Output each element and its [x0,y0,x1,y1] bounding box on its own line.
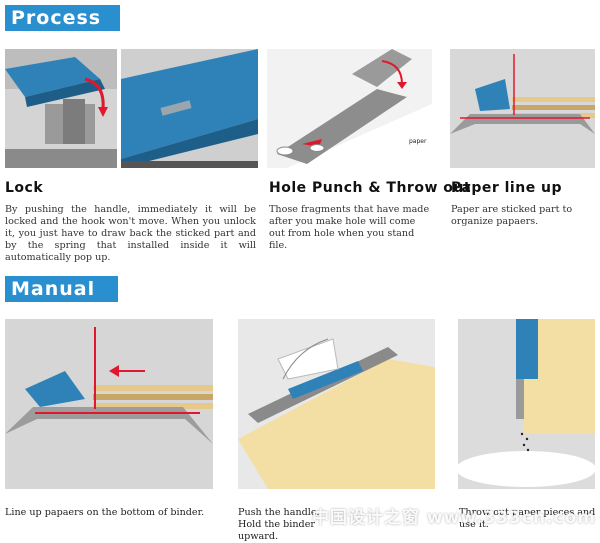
lock-heading: Lock [5,180,44,196]
paperline-text: Paper are sticked part to organize papae… [451,204,573,227]
lock-image-1 [5,49,117,168]
paperline-heading: Paper line up [451,180,563,196]
manual-image-2 [238,319,435,489]
manual-image-1 [5,319,213,489]
paper-lineup-image [450,49,595,168]
manual-step1-caption: Line up papaers on the bottom of binder. [5,507,205,518]
process-banner: Process [5,5,120,31]
manual-step2-caption: Push the handle. Hold the binder upward. [238,507,320,542]
watermark: 中国设计之窗 www.333cn.com [312,508,596,528]
manual-banner: Manual [5,276,118,302]
hole-punch-image: paper [267,49,432,168]
manual-title: Manual [11,278,96,300]
paper-label: paper [409,138,427,145]
manual-step3-caption: Throw out paper pieces and use it. [459,507,596,530]
lock-text: By pushing the handle, immediately it wi… [5,204,256,263]
process-title: Process [11,7,102,29]
manual-image-3 [458,319,595,489]
hole-heading: Hole Punch & Throw out [269,180,472,196]
lock-image-2 [121,49,258,168]
hole-text: Those fragments that have made after you… [269,204,430,251]
